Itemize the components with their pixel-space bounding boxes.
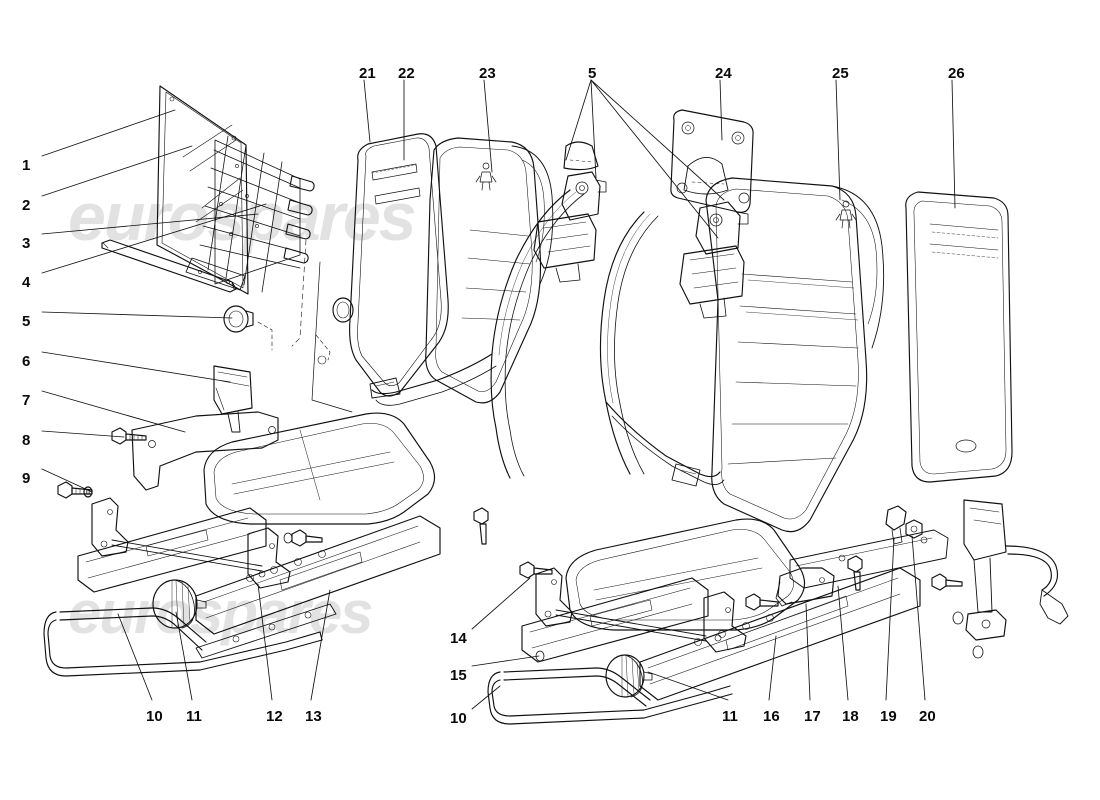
callout-number-19: 19 [880,708,897,725]
callout-number-6: 6 [22,353,31,370]
callout-number-11: 11 [186,708,202,725]
bolt-item-16 [745,593,779,611]
callout-number-15: 15 [450,667,467,684]
belt-buckle-right [952,499,1069,659]
callout-number-17: 17 [804,708,821,725]
bushing-item-5 [223,305,273,351]
callout-number-18: 18 [842,708,859,725]
callout-number-26: 26 [948,65,965,82]
knurled-knob-left [152,579,207,629]
loose-bolt-b [847,555,863,591]
seat-shell-left [291,137,554,413]
callout-number-7: 7 [22,392,31,409]
seat-back-right [705,177,885,533]
callout-number-24: 24 [715,65,732,82]
nut-item-20 [905,519,923,539]
airbag-pictogram-right [835,200,857,229]
strut-item-18 [789,529,949,589]
callout-number-3: 3 [22,235,31,252]
callout-number-2: 2 [22,197,31,214]
tube-handle-left [43,607,323,677]
callout-number-14: 14 [450,630,467,647]
tube-handle-right [487,667,733,725]
loose-bolt-c [931,573,963,591]
bolt-item-12 [291,529,323,547]
loose-bolt-a [473,507,489,545]
callout-number-4: 4 [22,274,31,291]
bolt-item-7b [111,427,147,445]
seat-rail-assembly-left [77,497,441,635]
washer-item-15 [535,650,545,662]
belt-anchor-left [533,141,607,283]
leader-lines-bottom [117,535,926,701]
seat-back-left [349,133,449,397]
callout-number-12: 12 [266,708,283,725]
callout-number-5: 5 [588,65,597,82]
seat-cushion-left [203,412,436,525]
callout-number-13: 13 [305,708,322,725]
callout-number-5: 5 [22,313,31,330]
belt-anchor-right [679,201,749,319]
side-plate-item-24 [670,109,754,213]
seat-belt-webbing-right [599,211,725,487]
callout-number-8: 8 [22,432,31,449]
seat-frame-mesh [185,135,315,293]
leader-lines-top [363,79,956,239]
leader-lines-left [41,109,267,493]
callout-number-21: 21 [359,65,376,82]
knurled-knob-right [605,654,653,698]
washer-item-8 [83,486,93,498]
callout-number-9: 9 [22,470,31,487]
seat-belt-webbing-left [369,189,585,479]
callout-number-22: 22 [398,65,415,82]
callout-number-10: 10 [450,710,467,727]
side-trim-item-7 [131,411,279,491]
seat-cushion-right [565,518,806,631]
support-rod-left [195,603,337,659]
belt-buckle-item-6 [213,365,253,433]
callout-number-1: 1 [22,157,31,174]
callout-number-20: 20 [919,708,936,725]
glass-panel-outer [156,85,249,295]
bracket-item-17 [775,567,835,607]
fitting-item-19 [885,505,907,545]
callout-number-11: 11 [722,708,738,725]
airbag-pictogram-left [475,162,497,191]
callout-number-23: 23 [479,65,496,82]
leader-lines-mid [471,577,540,710]
bolt-item-14 [519,561,553,579]
callout-number-25: 25 [832,65,849,82]
callout-number-10: 10 [146,708,163,725]
callout-number-16: 16 [763,708,780,725]
rear-panel-item-26 [905,191,1013,483]
